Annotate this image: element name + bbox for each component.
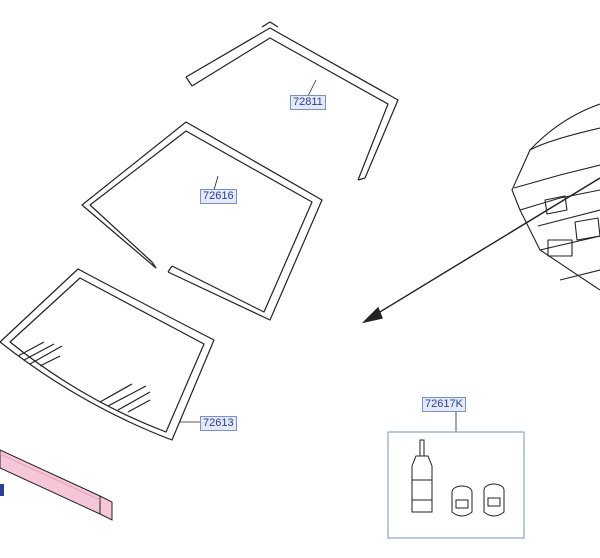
- lower-moulding-strip[interactable]: [0, 449, 113, 521]
- adhesive-bottle-icon: [411, 439, 433, 513]
- partial-label-marker: [0, 484, 4, 496]
- label-leaders: [180, 79, 457, 432]
- part-number-adhesive-kit[interactable]: 72617K: [422, 397, 466, 412]
- part-number-windshield-glass[interactable]: 72613: [200, 416, 237, 431]
- primer-cap-icon: [483, 483, 505, 517]
- adhesive-kit-box[interactable]: [387, 431, 525, 539]
- part-number-moulding[interactable]: 72811: [290, 95, 326, 110]
- leader-arrow-icon: [361, 177, 600, 324]
- windshield-glass[interactable]: [0, 268, 215, 441]
- vehicle-front-view: [511, 103, 600, 291]
- windshield-moulding[interactable]: [185, 21, 399, 181]
- primer-cap-icon: [451, 485, 473, 517]
- part-number-dam[interactable]: 72616: [200, 189, 237, 204]
- windshield-dam[interactable]: [81, 121, 323, 321]
